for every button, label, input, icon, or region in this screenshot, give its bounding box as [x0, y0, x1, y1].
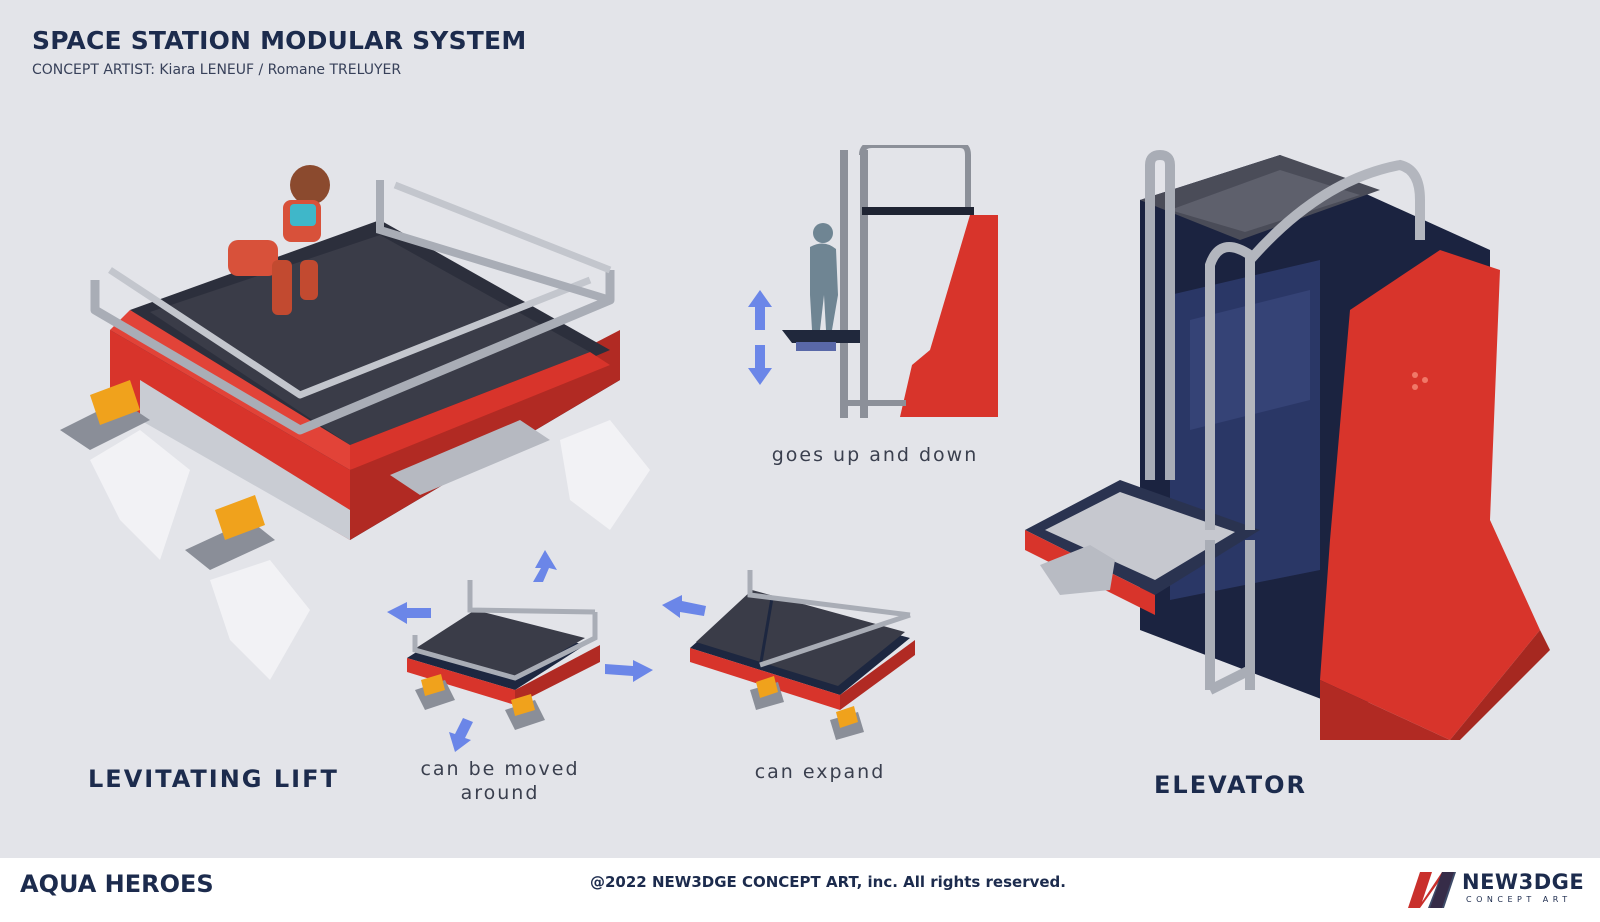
new3dge-logo-mark-icon: [1408, 872, 1456, 908]
movable-lift-illustration: [387, 550, 653, 752]
caption-can-be-moved-line2: around: [460, 782, 540, 804]
caption-can-expand: can expand: [754, 761, 886, 783]
caption-goes-up-and-down: goes up and down: [771, 444, 979, 466]
elevator-illustration: [1025, 150, 1550, 740]
up-down-illustration: [748, 145, 998, 418]
logo-subtitle: CONCEPT ART: [1466, 895, 1572, 904]
artist-credit: CONCEPT ARTIST: Kiara LENEUF / Romane TR…: [32, 62, 402, 78]
caption-can-be-moved-line1: can be moved: [420, 758, 580, 780]
new3dge-logo: NEW3DGE CONCEPT ART: [1408, 868, 1588, 912]
heading-elevator: ELEVATOR: [1154, 771, 1307, 799]
page-title: SPACE STATION MODULAR SYSTEM: [32, 26, 527, 55]
project-name: AQUA HEROES: [20, 870, 214, 898]
expanding-lift-illustration: [662, 570, 915, 740]
levitating-lift-illustration: [60, 165, 650, 680]
logo-wordmark: NEW3DGE: [1462, 870, 1585, 894]
heading-levitating-lift: LEVITATING LIFT: [88, 765, 339, 793]
footer-bar: AQUA HEROES @2022 NEW3DGE CONCEPT ART, i…: [0, 858, 1600, 922]
copyright-notice: @2022 NEW3DGE CONCEPT ART, inc. All righ…: [590, 873, 1066, 891]
